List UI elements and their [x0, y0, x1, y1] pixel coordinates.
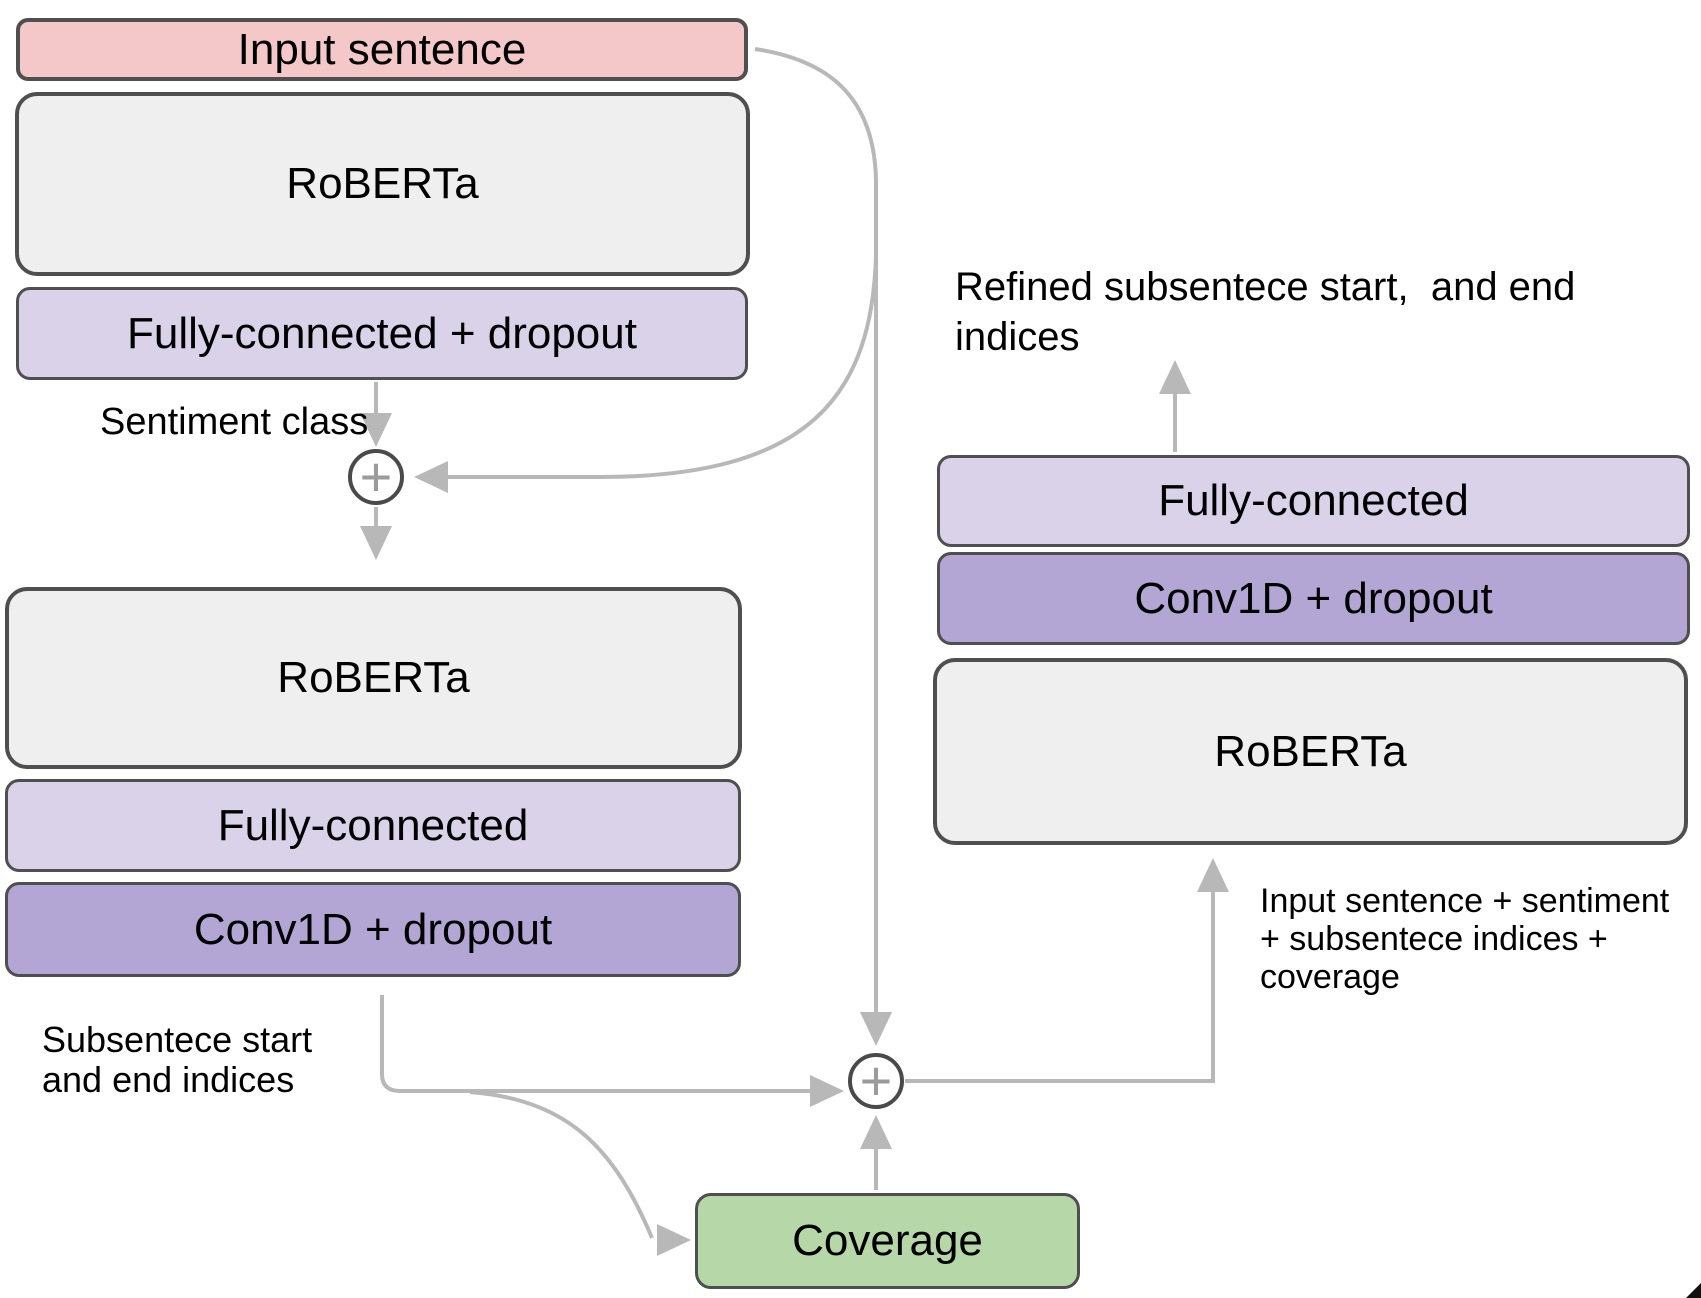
curve-indices-to-coverage [469, 1090, 654, 1239]
box-coverage-label: Coverage [792, 1216, 983, 1265]
arrowhead-conv-to-merge-add [810, 1075, 844, 1107]
box-roberta-sentiment: RoBERTa [15, 92, 750, 276]
line-merge-add-to-roberta3 [905, 876, 1215, 1083]
sentiment-add-operator: + [348, 449, 404, 505]
arrowhead-sentiment-add-to-roberta [360, 526, 392, 560]
curve-input-to-sentiment-add [434, 254, 878, 479]
note-refined-indices-line2: indices [955, 315, 1080, 359]
note-sentiment-class-text: Sentiment class [100, 401, 369, 443]
arrowhead-fc3-output [1159, 360, 1191, 394]
box-coverage: Coverage [695, 1193, 1080, 1289]
box-fc-dropout: Fully-connected + dropout [16, 287, 748, 380]
note-combined-input-line3: coverage [1260, 958, 1400, 996]
merge-add-operator: + [848, 1053, 904, 1109]
box-fc-subsentence-label: Fully-connected [217, 800, 529, 850]
arrowhead-input-to-sentiment-add [414, 461, 448, 493]
note-subsentence-indices: Subsentece start and end indices [42, 1020, 312, 1100]
note-sentiment-class: Sentiment class [100, 400, 368, 444]
note-refined-indices: Refined subsentece start, and end indice… [955, 262, 1575, 362]
note-subsentence-indices-line1: Subsentece start [42, 1019, 313, 1060]
line-conv-to-merge-add [380, 995, 814, 1093]
box-conv1d-refine-label: Conv1D + dropout [1134, 573, 1493, 623]
arrowhead-merge-add-to-roberta3 [1197, 858, 1229, 892]
box-conv1d-refine: Conv1D + dropout [937, 552, 1690, 645]
box-conv1d-subsentence: Conv1D + dropout [5, 882, 741, 977]
note-refined-indices-line1: Refined subsentece start, and end [955, 265, 1576, 309]
plus-icon: + [359, 445, 393, 508]
box-input-sentence: Input sentence [16, 18, 748, 81]
box-conv1d-subsentence-label: Conv1D + dropout [193, 904, 553, 954]
box-fc-subsentence: Fully-connected [5, 779, 741, 872]
curve-input-to-merge-add [754, 47, 878, 1026]
box-roberta-subsentence: RoBERTa [5, 587, 742, 769]
arrowhead-fc-to-sentiment-add [360, 413, 392, 447]
arrowhead-input-to-merge-add [860, 1012, 892, 1046]
note-subsentence-indices-line2: and end indices [42, 1059, 295, 1100]
box-roberta-refine-label: RoBERTa [1214, 726, 1407, 776]
box-fc-refine: Fully-connected [937, 455, 1690, 547]
box-fc-refine-label: Fully-connected [1158, 476, 1469, 525]
box-roberta-subsentence-label: RoBERTa [277, 653, 470, 702]
note-combined-input-line2: + subsentece indices + [1260, 920, 1608, 958]
plus-icon: + [859, 1049, 893, 1112]
note-combined-input: Input sentence + sentiment + subsentece … [1260, 882, 1669, 996]
box-fc-dropout-label: Fully-connected + dropout [127, 308, 637, 358]
arrowhead-indices-to-coverage [657, 1224, 691, 1256]
arrowhead-coverage-to-merge-add [860, 1115, 892, 1149]
note-combined-input-line1: Input sentence + sentiment [1260, 882, 1670, 920]
box-roberta-refine: RoBERTa [933, 658, 1688, 845]
box-roberta-sentiment-label: RoBERTa [286, 159, 479, 208]
box-input-sentence-label: Input sentence [237, 24, 527, 74]
